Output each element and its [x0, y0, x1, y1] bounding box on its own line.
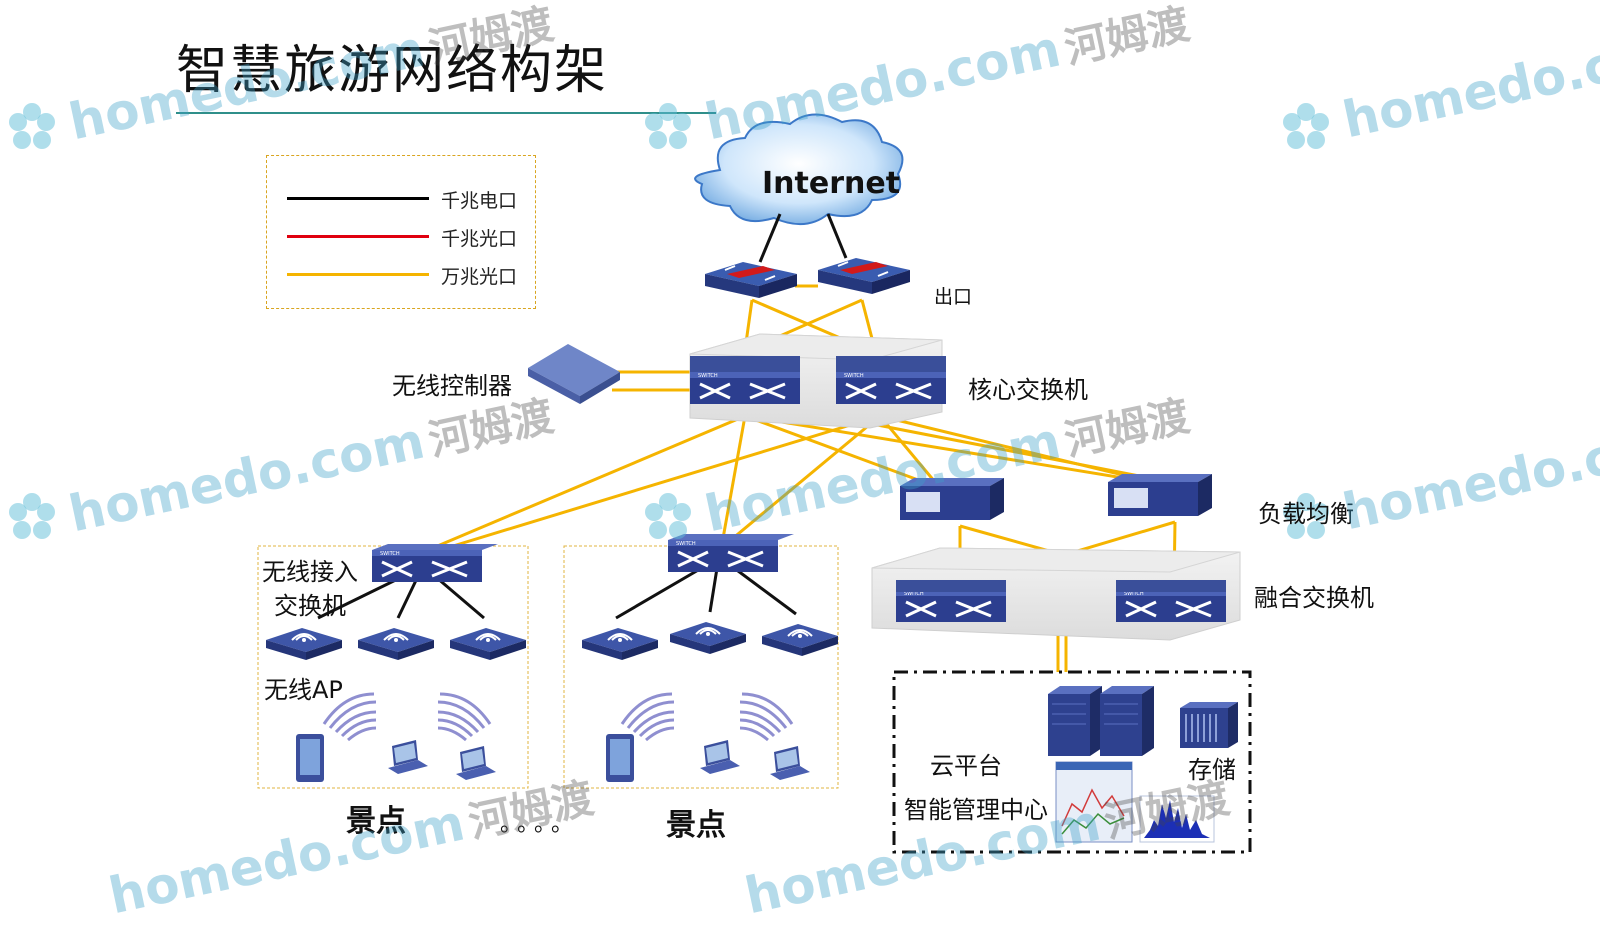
cloud-platform-label: 云平台 — [930, 752, 1002, 780]
fusion-switch-icon — [871, 547, 1241, 641]
laptop-icon — [456, 746, 496, 780]
server-icon — [1099, 685, 1155, 757]
traffic-graph-icon — [1139, 795, 1215, 843]
wireless-controller-icon — [528, 344, 620, 404]
internet-label: Internet — [762, 166, 901, 201]
cloud-platform-box — [892, 670, 1252, 854]
wireless-ap-icon — [357, 627, 435, 661]
access-switch-icon — [370, 544, 498, 584]
legend-item-gigabit-fiber: 千兆光口 — [287, 224, 527, 250]
legend-swatch-black — [287, 197, 429, 200]
access-switch-label: 交换机 — [274, 592, 346, 620]
wifi-waves-icon — [436, 692, 492, 742]
network-diagram: SWITCH — [9, 103, 1329, 854]
spot-label: 景点 — [666, 808, 726, 843]
legend-item-10g-fiber: 万兆光口 — [287, 262, 527, 288]
access-switch-icon — [666, 534, 794, 574]
page-title: 智慧旅游网络构架 — [176, 41, 609, 101]
wireless-controller-label: 无线控制器 — [392, 372, 512, 400]
laptop-icon — [770, 746, 810, 780]
legend-swatch-yellow — [287, 273, 429, 276]
legend: 千兆电口 千兆光口 万兆光口 — [266, 155, 536, 309]
server-icon — [1047, 685, 1103, 757]
wireless-ap-icon — [449, 627, 527, 661]
load-balancer-label: 负载均衡 — [1258, 500, 1354, 528]
ellipsis-label: 。。。。 — [500, 812, 580, 837]
core-switch-label: 核心交换机 — [968, 376, 1088, 404]
watermark-logo — [9, 103, 1329, 539]
tablet-icon — [296, 734, 324, 782]
wireless-ap-icon — [265, 627, 343, 661]
wireless-ap-icon — [761, 623, 839, 657]
legend-label: 千兆光口 — [441, 228, 518, 250]
title-underline — [176, 112, 716, 114]
exit-label: 出口 — [934, 286, 973, 308]
laptop-icon — [388, 740, 428, 774]
wifi-waves-icon — [620, 692, 676, 742]
legend-label: 千兆电口 — [441, 190, 518, 212]
wireless-ap-icon — [669, 621, 747, 655]
smart-center-label: 智能管理中心 — [904, 796, 1048, 824]
fusion-switch-label: 融合交换机 — [1254, 584, 1374, 612]
load-balancer-icon — [900, 478, 1004, 520]
exit-router-icon — [705, 262, 797, 298]
wifi-waves-icon — [738, 692, 794, 742]
internet-cloud — [694, 113, 904, 225]
spot-label: 景点 — [346, 804, 406, 839]
laptop-icon — [700, 740, 740, 774]
load-balancer-icon — [1108, 474, 1212, 516]
access-switch-label: 无线接入 — [262, 558, 358, 586]
wireless-ap-label: 无线AP — [264, 676, 343, 704]
core-switch-icon — [688, 333, 948, 429]
legend-label: 万兆光口 — [441, 266, 518, 288]
monitoring-screen-icon — [1055, 761, 1133, 843]
wireless-ap-icon — [581, 627, 659, 661]
storage-icon — [1180, 702, 1238, 748]
legend-item-gigabit-copper: 千兆电口 — [287, 186, 527, 212]
legend-swatch-red — [287, 235, 429, 238]
tablet-icon — [606, 734, 634, 782]
exit-router-icon — [818, 258, 910, 294]
storage-label: 存储 — [1188, 756, 1236, 784]
